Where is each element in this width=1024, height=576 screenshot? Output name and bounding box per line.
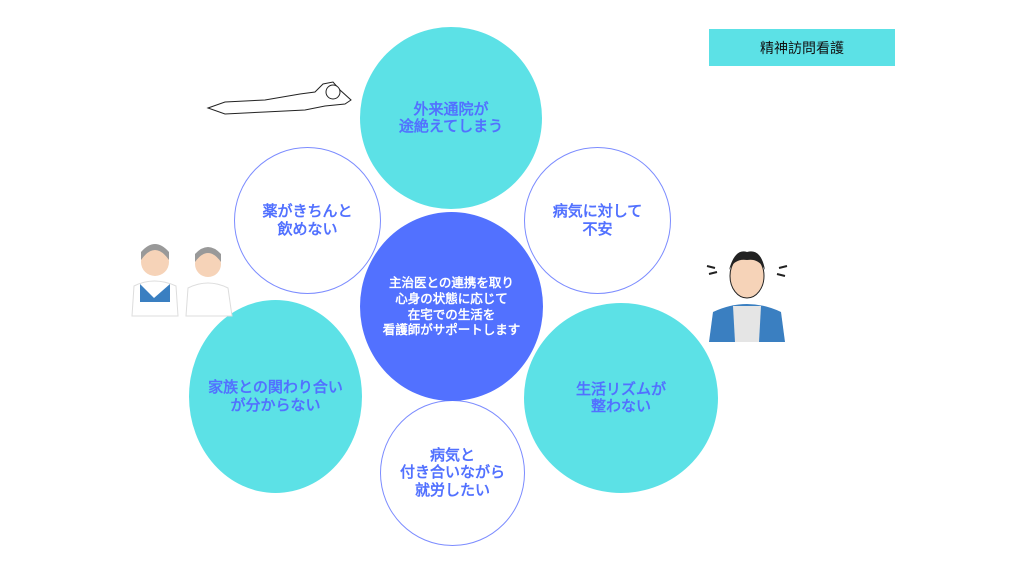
concern-text: 家族との関わり合い が分からない — [208, 378, 343, 414]
concern-text: 生活リズムが 整わない — [575, 379, 666, 415]
center-circle: 主治医との連携を取り 心身の状態に応じて 在宅での生活を 看護師がサポートします — [360, 212, 543, 401]
concern-text: 病気と 付き合いながら 就労したい — [399, 446, 505, 499]
concern-text: 病気に対して 不安 — [552, 202, 643, 238]
concern-circle-lower-left: 家族との関わり合い が分からない — [189, 300, 362, 493]
concern-circle-upper-right: 病気に対して 不安 — [524, 147, 671, 294]
lying-person-illustration — [206, 81, 352, 115]
concern-text: 外来通院が 途絶えてしまう — [398, 99, 504, 135]
concern-circle-top: 外来通院が 途絶えてしまう — [360, 27, 542, 209]
anxious-man-illustration — [706, 251, 788, 342]
concern-circle-upper-left: 薬がきちんと 飲めない — [234, 147, 381, 294]
concern-text: 薬がきちんと 飲めない — [262, 202, 353, 238]
concern-circle-bottom: 病気と 付き合いながら 就労したい — [380, 400, 525, 546]
concern-circle-lower-right: 生活リズムが 整わない — [524, 303, 718, 493]
title-label: 精神訪問看護 — [709, 29, 895, 66]
elderly-couple-illustration — [131, 244, 233, 317]
center-text: 主治医との連携を取り 心身の状態に応じて 在宅での生活を 看護師がサポートします — [382, 275, 521, 338]
